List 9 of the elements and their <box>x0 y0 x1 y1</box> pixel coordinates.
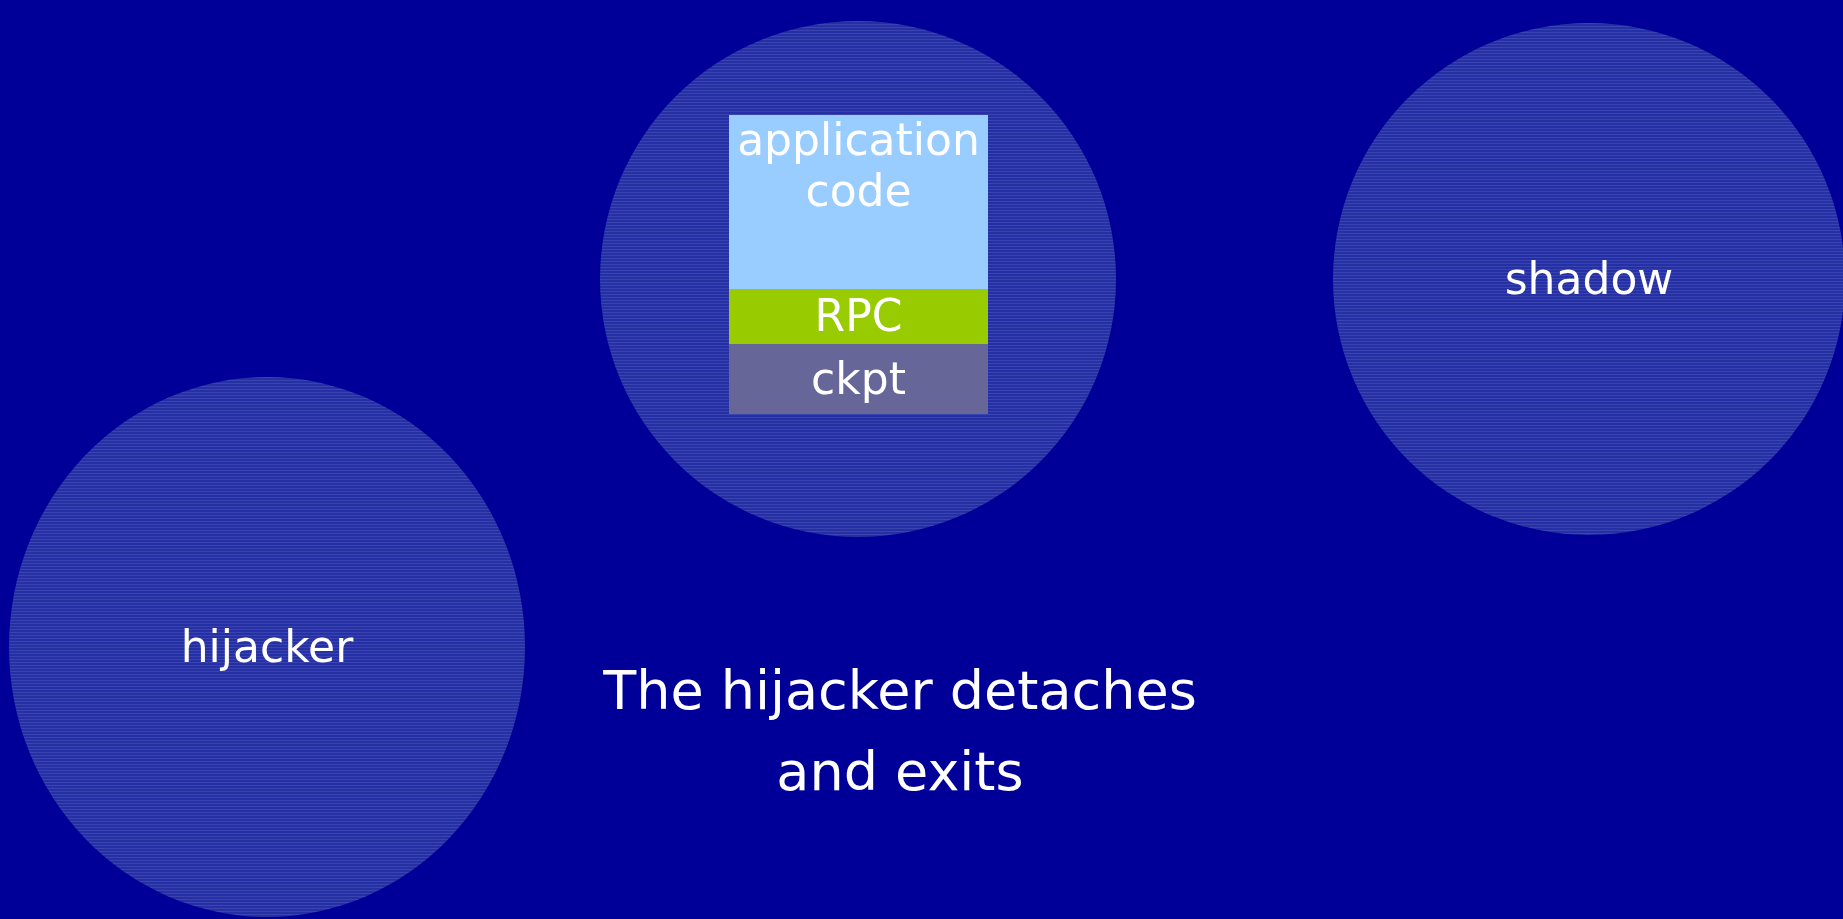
caption-text: The hijacker detaches and exits <box>602 658 1198 805</box>
node-label: ckpt <box>811 353 906 405</box>
node-label: application code <box>736 115 981 217</box>
stack-layer <box>729 344 988 414</box>
node-label: shadow <box>1504 253 1674 305</box>
node-label: hijacker <box>180 621 354 673</box>
stack-layer <box>729 289 988 344</box>
stack-layer <box>729 115 988 289</box>
node-label: RPC <box>814 291 903 342</box>
